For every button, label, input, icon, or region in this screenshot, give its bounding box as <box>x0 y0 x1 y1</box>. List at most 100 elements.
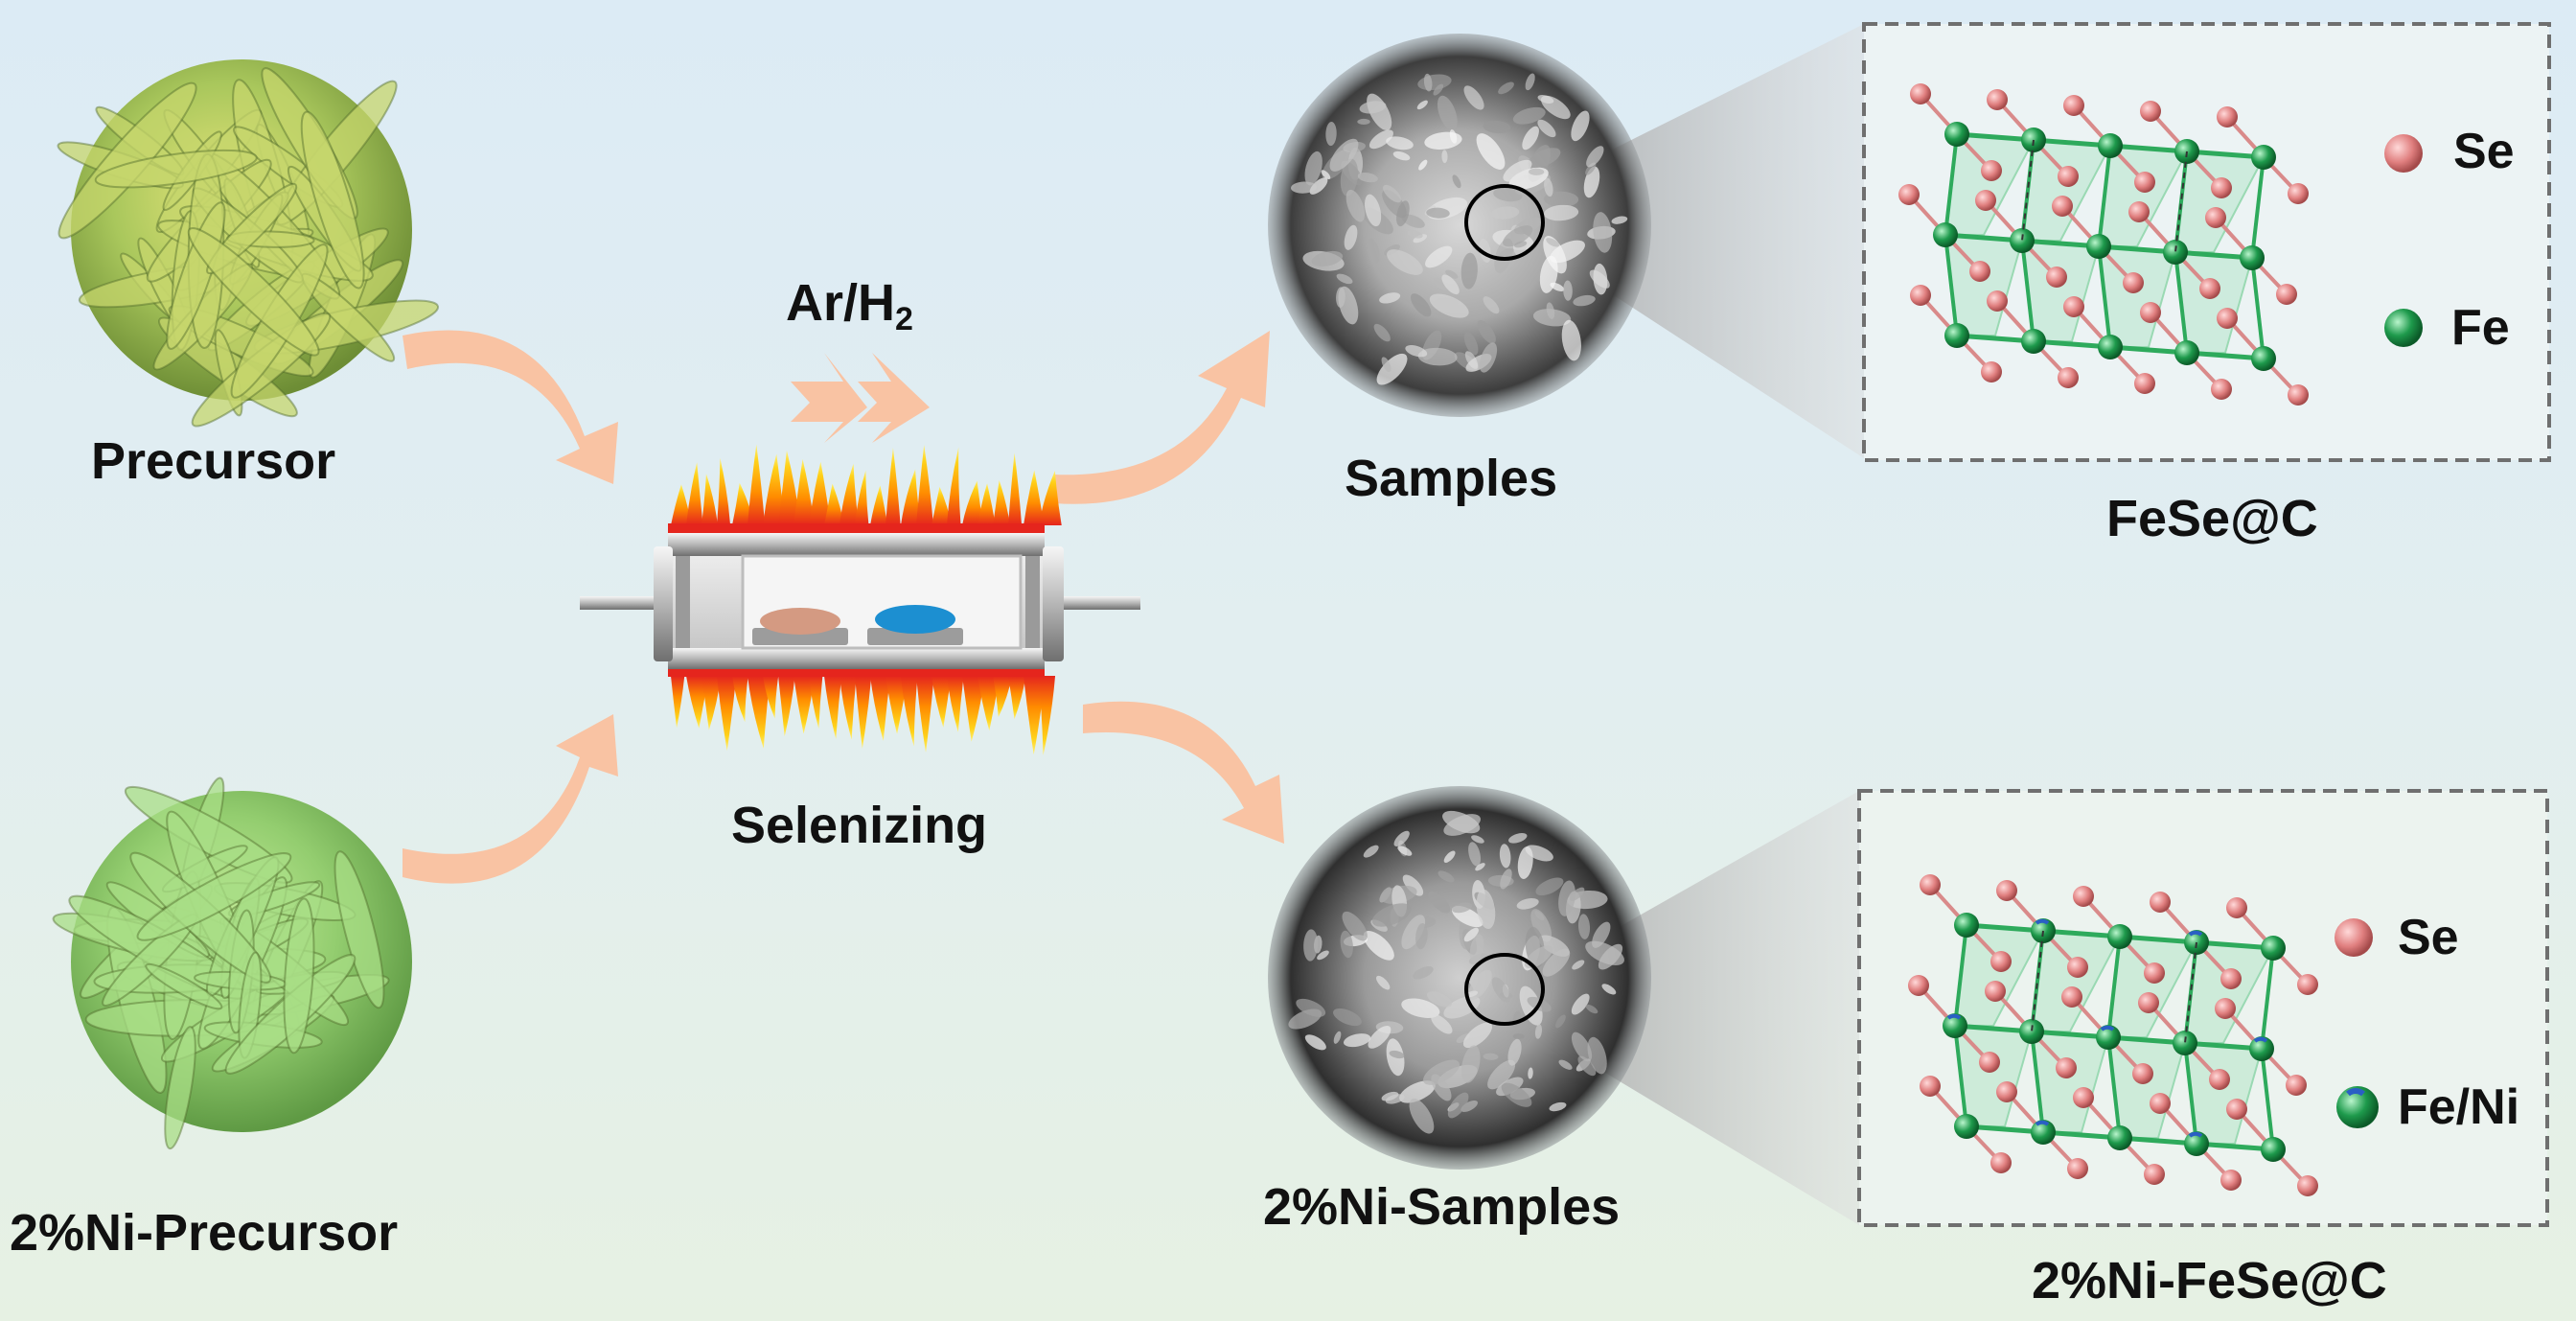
sem-grain <box>1426 207 1450 219</box>
flames-top <box>671 444 1062 525</box>
fe-atom <box>2107 1125 2132 1150</box>
arrow-furnace-to-samples <box>1054 331 1270 504</box>
flame <box>947 447 961 525</box>
flame <box>962 480 984 525</box>
se-atom <box>2150 1093 2171 1114</box>
bond <box>1953 1025 1968 1127</box>
fe-atom <box>2184 1131 2209 1156</box>
flame <box>748 444 766 525</box>
flow-arrows <box>402 330 1284 884</box>
sem-grain <box>1539 255 1558 293</box>
se-atom <box>1981 361 2002 382</box>
bond <box>2109 344 2188 356</box>
se-atom <box>2123 272 2144 293</box>
sem-grain <box>1431 1074 1452 1101</box>
legend-feni-label-bottom: Fe/Ni <box>2398 1079 2520 1135</box>
bond <box>2260 947 2275 1050</box>
fe-atom <box>2261 936 2286 961</box>
sem-grain <box>1402 874 1424 896</box>
sem-grain <box>1329 138 1359 172</box>
se-atom <box>2073 1087 2094 1108</box>
se-atom <box>2067 957 2088 978</box>
fe-atom <box>2174 340 2199 365</box>
sem-grain <box>1296 998 1326 1017</box>
bond <box>2031 1029 2109 1040</box>
sem-grain <box>1343 1033 1371 1048</box>
flame <box>855 676 872 750</box>
sem-grain <box>1333 1031 1342 1044</box>
se-atom <box>1990 951 2012 972</box>
sem-grain <box>1365 194 1382 227</box>
sem-grain <box>1468 842 1482 867</box>
sem-grain <box>1438 870 1455 883</box>
se-atom <box>2211 177 2232 198</box>
fe-atom <box>2098 335 2123 359</box>
ni-accent <box>2100 1025 2115 1031</box>
sem-grain <box>1417 347 1458 366</box>
bond <box>2097 145 2112 247</box>
se-atom <box>2063 95 2084 116</box>
flame <box>717 457 731 525</box>
flame <box>702 474 718 525</box>
sem-grain <box>1367 238 1380 264</box>
sem-grain <box>1463 85 1484 110</box>
ni-accent <box>1946 1013 1962 1020</box>
bond <box>1954 1023 2033 1034</box>
sem-grain <box>1483 296 1500 314</box>
fe-atom <box>1944 122 1969 147</box>
se-atom <box>2226 897 2247 918</box>
flame <box>763 676 779 719</box>
fe-atom <box>1943 1013 1967 1038</box>
sem-grain <box>1494 238 1514 274</box>
bond <box>2184 1040 2263 1052</box>
sem-image-top <box>1268 34 1651 417</box>
se-atom <box>1920 1076 1941 1097</box>
sem-grain <box>1368 1025 1392 1049</box>
tube-wall-bottom <box>668 648 1045 669</box>
se-atom <box>2150 892 2171 913</box>
sem-grain <box>1611 216 1628 224</box>
precursor-label: Precursor <box>91 432 336 490</box>
se-atom <box>2215 998 2236 1019</box>
fe-atom <box>2021 329 2046 354</box>
se-atom <box>2297 974 2318 995</box>
se-atom <box>2288 183 2309 204</box>
bond <box>1944 234 1959 336</box>
sem-grain <box>1571 1031 1593 1062</box>
sem-grain <box>1359 101 1387 114</box>
sem-grain <box>1525 73 1535 91</box>
fe-atom <box>2019 1019 2044 1044</box>
boat-right <box>867 628 963 645</box>
bond <box>2109 143 2188 154</box>
gas-label-main: Ar/H <box>786 274 896 332</box>
sem-grain <box>1460 1100 1478 1112</box>
se-atom <box>2134 373 2155 394</box>
sem-grain <box>1376 353 1408 385</box>
tube-wall-top <box>668 533 1045 556</box>
sem-grain <box>1585 1004 1598 1014</box>
sem-grain <box>1589 269 1610 289</box>
sem-grain <box>1503 225 1533 247</box>
flame <box>717 676 737 752</box>
sem-grain <box>1415 922 1428 950</box>
bond <box>2119 1135 2197 1147</box>
se-atom <box>2073 886 2094 907</box>
legend-se-atom-bottom <box>2334 918 2373 957</box>
sem-grain <box>1544 191 1579 207</box>
sem-grain <box>1368 129 1393 150</box>
sem-grain <box>1465 990 1479 998</box>
flame <box>686 676 709 729</box>
fe-atom <box>2098 133 2123 158</box>
se-atom <box>2061 986 2082 1008</box>
sem-grain <box>1336 287 1346 308</box>
sem-grain <box>1501 1082 1532 1107</box>
sem-grain <box>1508 833 1528 844</box>
sem-grain <box>1379 292 1401 304</box>
flame <box>886 448 901 525</box>
se-atom <box>1908 975 1929 996</box>
flame <box>1008 452 1023 525</box>
sem-grain <box>1528 1067 1533 1079</box>
bond <box>2260 1048 2275 1150</box>
bond <box>2107 1034 2186 1046</box>
sem-grain <box>1443 814 1481 836</box>
